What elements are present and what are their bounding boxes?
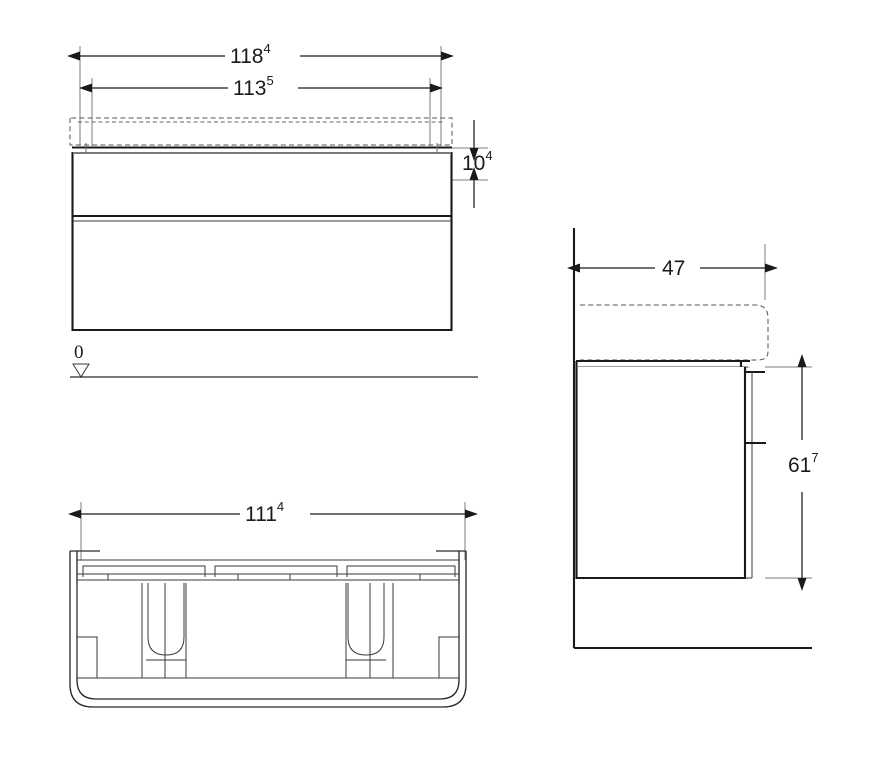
dim-113-label: 1135 bbox=[233, 73, 274, 100]
side-body-outline bbox=[575, 361, 746, 580]
dimension-cabinet-height: 617 bbox=[788, 354, 819, 591]
plan-inner-shell bbox=[76, 551, 460, 700]
plan-carcass-outline bbox=[69, 550, 467, 708]
plan-corner-bracket-left bbox=[77, 636, 98, 678]
plan-corner-bracket-right bbox=[438, 636, 459, 678]
front-elevation-view: 1184 1135 104 bbox=[67, 41, 493, 378]
plan-siphon-cutout-right bbox=[347, 583, 385, 656]
plan-view: 1114 bbox=[68, 499, 478, 708]
plan-internal-structure bbox=[76, 583, 460, 679]
plan-drawer-rails bbox=[77, 565, 459, 581]
dimension-depth: 47 bbox=[567, 257, 778, 280]
basin-body-hidden bbox=[69, 117, 453, 146]
plan-outer-shell bbox=[69, 551, 467, 708]
plan-rail-segment-right bbox=[346, 565, 456, 577]
dimension-plan-width: 1114 bbox=[68, 499, 478, 526]
dim-10-label: 104 bbox=[462, 148, 493, 175]
dim-61-label: 617 bbox=[788, 450, 819, 477]
dim-47-label: 47 bbox=[662, 257, 685, 280]
side-basin-outline-hidden bbox=[580, 304, 769, 361]
floor-datum-marker: 0 bbox=[70, 342, 478, 378]
datum-zero-label: 0 bbox=[74, 342, 84, 363]
side-elevation-view: 47 617 bbox=[567, 228, 819, 650]
side-cabinet-body bbox=[575, 361, 766, 580]
dimension-overall-width: 1184 bbox=[67, 41, 454, 68]
plan-handle-right bbox=[289, 574, 421, 581]
dim-111-label: 1114 bbox=[245, 499, 284, 526]
front-cabinet-top-slab bbox=[72, 146, 452, 154]
dimension-basin-height: 104 bbox=[462, 120, 493, 208]
plan-rail-segment-centre bbox=[214, 565, 338, 577]
datum-triangle-icon bbox=[72, 363, 90, 378]
plan-handle-left bbox=[107, 574, 239, 581]
dimension-cabinet-width: 1135 bbox=[79, 73, 443, 100]
front-cabinet-body bbox=[71, 152, 453, 332]
plan-rail-segment-left bbox=[82, 565, 206, 577]
front-washbasin-hidden-outline bbox=[69, 117, 453, 146]
plan-siphon-cutout-left bbox=[147, 583, 185, 656]
dim-118-label: 1184 bbox=[230, 41, 271, 68]
